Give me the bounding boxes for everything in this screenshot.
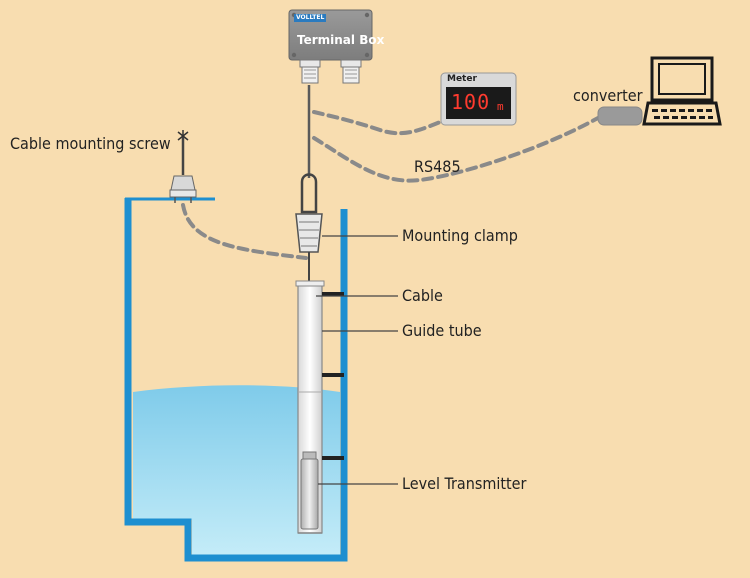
terminal-box-brand: VOLLTEL: [294, 14, 327, 22]
guide-tube-label: Guide tube: [402, 321, 482, 340]
dashed-box-to-converter: [312, 116, 600, 183]
meter-value: 100: [451, 90, 491, 114]
level-transmitter-probe: [300, 451, 319, 530]
mounting-clamp: [295, 173, 323, 253]
terminal-box-title: Terminal Box: [297, 33, 385, 47]
converter-device: [597, 106, 643, 126]
tank-wall: [124, 198, 348, 562]
cable-label: Cable: [402, 286, 443, 305]
cable-mounting-screw-label: Cable mounting screw: [10, 134, 171, 153]
water: [133, 385, 340, 555]
dashed-screw-to-cable: [181, 203, 308, 260]
terminal-box: [288, 9, 373, 84]
mounting-clamp-label: Mounting clamp: [402, 226, 518, 245]
dashed-links: [181, 110, 600, 260]
keyboard-keys: [652, 109, 713, 119]
computer-icon: [642, 56, 722, 126]
converter-label: converter: [573, 86, 643, 105]
cable-mounting-screw: [169, 130, 197, 203]
level-transmitter-label: Level Transmitter: [402, 474, 527, 493]
meter-title: Meter: [447, 74, 477, 84]
tube-brackets: [322, 292, 344, 460]
leader-lines: [316, 235, 398, 485]
meter-unit: m: [497, 100, 504, 113]
dashed-box-to-meter: [312, 110, 452, 136]
rs485-label: RS485: [414, 157, 461, 176]
meter-device: [440, 72, 517, 126]
